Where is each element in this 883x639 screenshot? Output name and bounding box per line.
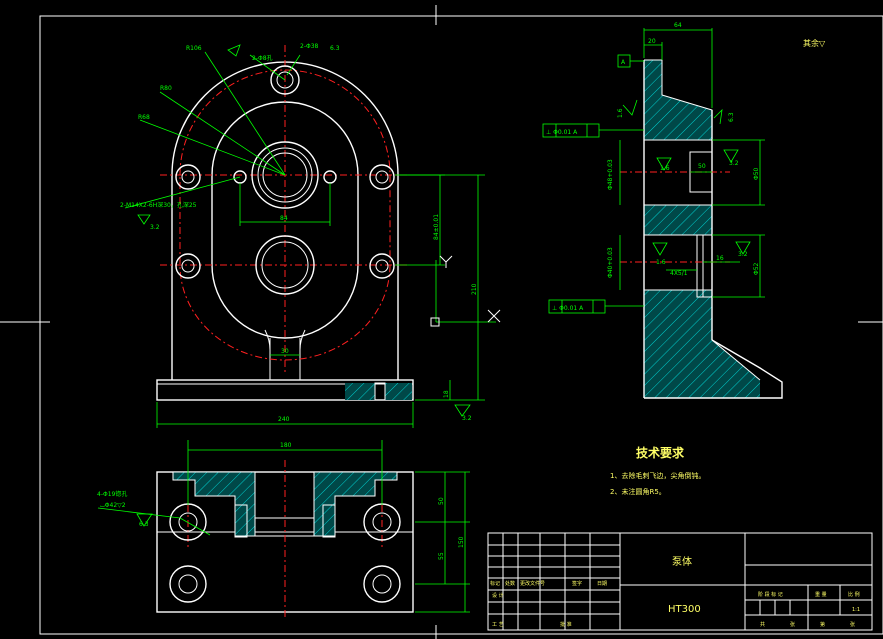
tolerance-lower: ⊥ Φ0.01 A <box>552 305 584 312</box>
tb-weight: 重 量 <box>815 591 827 598</box>
dim-bottom-top: 50 <box>438 497 445 505</box>
tech-title: 技术要求 <box>636 445 685 460</box>
front-bolt-hole <box>369 164 395 190</box>
side-view-dimensions: 64 20 A 1.6 6.3 ⊥ Φ0.01 A Φ48+0.03 Φ50 5… <box>542 22 765 314</box>
front-view-dimensions: R106 R80 R68 2-M14X2-6H深30，孔深25 3.2 2-Φ8… <box>120 43 501 428</box>
rough-side-63: 6.3 <box>728 112 735 122</box>
front-threaded-hole <box>323 170 337 184</box>
tech-item-1: 1、去除毛刺飞边，尖角倒钝。 <box>610 471 705 480</box>
dim-upper-depth: 50 <box>698 163 706 170</box>
bottom-view-dimensions: 180 50 55 150 4-Φ19锪孔 ⌴Φ42▽2 6.3 <box>97 440 470 613</box>
tolerance-frame-lower <box>548 299 606 314</box>
tech-item-2: 2、未注圆角R5。 <box>610 487 666 496</box>
dim-side-width: 64 <box>674 22 682 29</box>
front-bolt-circle-centerline <box>179 69 391 361</box>
tb-part-name: 泵体 <box>672 556 692 568</box>
label-threaded-holes: 2-M14X2-6H深30，孔深25 <box>120 201 197 209</box>
tb-change-doc: 更改文件号 <box>520 580 545 587</box>
tb-page: 第 <box>820 621 825 628</box>
title-block: 标记 处数 更改文件号 签字 日期 设 计 工 艺 批 准 泵体 HT300 阶… <box>487 532 873 631</box>
dim-vertical-spacing: 84±0.01 <box>433 214 440 240</box>
tb-design: 设 计 <box>492 592 504 599</box>
rough-side-32b: 3.2 <box>738 251 748 258</box>
drawing-frame <box>0 5 883 639</box>
dim-base-thickness: 18 <box>443 390 450 398</box>
label-r106: R106 <box>186 45 202 52</box>
surface-finish-note: 其余▽ <box>803 38 826 48</box>
other-surfaces-note: 其余▽ <box>803 38 826 48</box>
dim-bore-upper: Φ50 <box>753 167 760 180</box>
front-upper-bore <box>251 141 319 209</box>
side-section-view <box>620 59 783 399</box>
front-view <box>156 45 414 401</box>
front-bolt-hole <box>175 164 201 190</box>
bottom-view <box>156 460 414 620</box>
label-top-hole: 2-Φ8孔 <box>252 54 273 62</box>
dim-bore-lower: Φ40+0.03 <box>607 247 614 278</box>
dim-lower-depth: 16 <box>716 255 724 262</box>
dim-bottom-bottom: 55 <box>438 552 445 560</box>
tolerance-upper: ⊥ Φ0.01 A <box>546 129 578 136</box>
dim-lower-note: 4X5/1 <box>670 270 688 277</box>
tb-date: 日期 <box>597 581 607 587</box>
bottom-counterbore <box>169 565 207 603</box>
tb-page-sheets: 张 <box>850 621 855 628</box>
label-top-chamfer: 2-Φ38 <box>300 43 319 50</box>
technical-requirements: 技术要求 1、去除毛刺飞边，尖角倒钝。 2、未注圆角R5。 <box>610 445 705 496</box>
label-r80: R80 <box>160 85 172 92</box>
tb-mark: 标记 <box>490 580 500 587</box>
dim-center-spacing: 84 <box>280 215 288 222</box>
dim-side-small: 20 <box>648 38 656 45</box>
front-top-boss <box>270 65 300 95</box>
tb-scale-value: 1:1 <box>852 607 860 613</box>
rough-side-16c: 1.6 <box>656 259 666 266</box>
label-bottom-holes: 4-Φ19锪孔 <box>97 490 127 498</box>
tb-total: 共 <box>760 621 765 628</box>
tolerance-frame-upper <box>542 123 600 138</box>
rough-bottom: 6.3 <box>139 521 149 528</box>
rough-threaded-holes: 3.2 <box>150 224 160 231</box>
rough-top: 6.3 <box>330 45 340 52</box>
label-r68: R68 <box>138 114 150 121</box>
tb-process: 工 艺 <box>492 622 504 628</box>
tb-count: 处数 <box>505 580 515 587</box>
label-bottom-depth: ⌴Φ42▽2 <box>100 502 126 509</box>
tb-approve: 批 准 <box>560 621 572 628</box>
front-bolt-hole <box>175 253 201 279</box>
rough-base: 3.2 <box>462 415 472 422</box>
dim-bottom-width: 180 <box>280 442 292 449</box>
datum-label: A <box>621 59 626 66</box>
rough-side-16: 1.6 <box>617 108 624 118</box>
front-bolt-hole <box>369 253 395 279</box>
dim-height: 210 <box>471 283 478 295</box>
tb-sign: 签字 <box>572 580 582 587</box>
rough-side-16b: 1.6 <box>660 165 670 172</box>
dim-bottom-total: 150 <box>458 536 465 548</box>
tb-stage: 阶 段 标 记 <box>758 591 783 598</box>
dim-bore-lower-label: Φ52 <box>753 262 760 275</box>
dim-width: 240 <box>278 416 290 423</box>
dim-bore-upper-tol: Φ48+0.03 <box>607 159 614 190</box>
tb-material: HT300 <box>668 604 701 615</box>
front-base-plate <box>156 379 414 401</box>
rough-side-32a: 3.2 <box>729 160 739 167</box>
bottom-counterbore <box>363 565 401 603</box>
dim-neck: 30 <box>281 348 289 355</box>
tb-sheets: 张 <box>790 621 795 628</box>
front-lower-bore <box>255 235 315 295</box>
tb-scale: 比 例 <box>848 591 860 598</box>
